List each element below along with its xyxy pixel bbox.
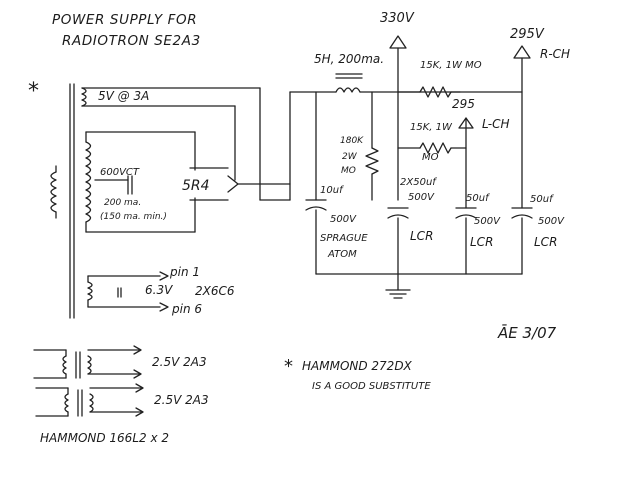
filament-transformer-1 bbox=[33, 345, 142, 379]
cap3-value: 50uf bbox=[466, 193, 490, 204]
node-330-label: 330V bbox=[380, 11, 415, 26]
cap1-brand: SPRAGUE bbox=[320, 233, 368, 244]
note-asterisk: * bbox=[284, 356, 293, 377]
pin-6-label: pin 6 bbox=[171, 302, 202, 316]
filament-1-label: 2.5V 2A3 bbox=[152, 355, 207, 369]
rch-label: R-CH bbox=[540, 47, 570, 61]
node-295-rch-label: 295V bbox=[510, 27, 545, 42]
capacitor-3 bbox=[455, 207, 477, 275]
winding-5v-label: 5V @ 3A bbox=[98, 89, 149, 103]
heater-tubes-label: 2X6C6 bbox=[195, 284, 235, 298]
choke-label: 5H, 200ma. bbox=[314, 52, 384, 66]
signature: ĀE 3/07 bbox=[497, 324, 557, 342]
cap4-voltage: 500V bbox=[538, 216, 565, 227]
winding-hv-current-label: 200 ma. bbox=[104, 198, 141, 208]
filament-transformer-label: HAMMOND 166L2 x 2 bbox=[40, 431, 169, 445]
capacitor-4 bbox=[511, 207, 533, 275]
title-line-1: POWER SUPPLY FOR bbox=[52, 12, 197, 28]
bleeder-type: MO bbox=[341, 166, 356, 176]
filament-2-label: 2.5V 2A3 bbox=[154, 393, 209, 407]
power-transformer-asterisk: * bbox=[28, 79, 39, 104]
r-ch-resistor bbox=[397, 86, 523, 98]
cap1-part: ATOM bbox=[327, 249, 357, 260]
l-ch-resistor-type: MO bbox=[422, 152, 439, 163]
winding-hv-min-label: (150 ma. min.) bbox=[100, 212, 167, 222]
rectifier-tube bbox=[189, 91, 291, 201]
cap3-voltage: 500V bbox=[474, 216, 501, 227]
bleeder-watts: 2W bbox=[342, 152, 358, 162]
node-295-lch-label: 295 bbox=[452, 97, 475, 111]
lch-label: L-CH bbox=[482, 117, 510, 131]
filament-transformer-2 bbox=[35, 383, 144, 417]
cap1-voltage: 500V bbox=[330, 214, 357, 225]
bleeder-value: 180K bbox=[340, 136, 364, 146]
heater-winding-label: 6.3V bbox=[145, 283, 173, 297]
cap1-value: 10uf bbox=[320, 185, 344, 196]
title-line-2: RADIOTRON SE2A3 bbox=[62, 33, 201, 49]
winding-hv-label: 600VCT bbox=[100, 167, 140, 178]
cap2-type: LCR bbox=[410, 229, 433, 243]
r-ch-resistor-label: 15K, 1W MO bbox=[420, 60, 482, 71]
capacitor-1 bbox=[305, 199, 327, 275]
rectifier-label: 5R4 bbox=[182, 178, 210, 194]
note-line-1: HAMMOND 272DX bbox=[302, 359, 413, 373]
power-transformer bbox=[50, 83, 261, 319]
cap4-type: LCR bbox=[534, 235, 557, 249]
note-line-2: IS A GOOD SUBSTITUTE bbox=[312, 381, 431, 392]
bleeder-resistor bbox=[365, 147, 379, 201]
cap3-type: LCR bbox=[470, 235, 493, 249]
pin-1-label: pin 1 bbox=[169, 265, 200, 279]
l-ch-resistor-label: 15K, 1W bbox=[410, 122, 453, 133]
cap2-voltage: 500V bbox=[408, 192, 435, 203]
capacitor-2 bbox=[387, 207, 409, 275]
ground-bus bbox=[315, 273, 523, 299]
cap4-value: 50uf bbox=[530, 194, 554, 205]
cap2-value: 2X50uf bbox=[400, 177, 437, 188]
l-ch-resistor bbox=[397, 142, 467, 154]
